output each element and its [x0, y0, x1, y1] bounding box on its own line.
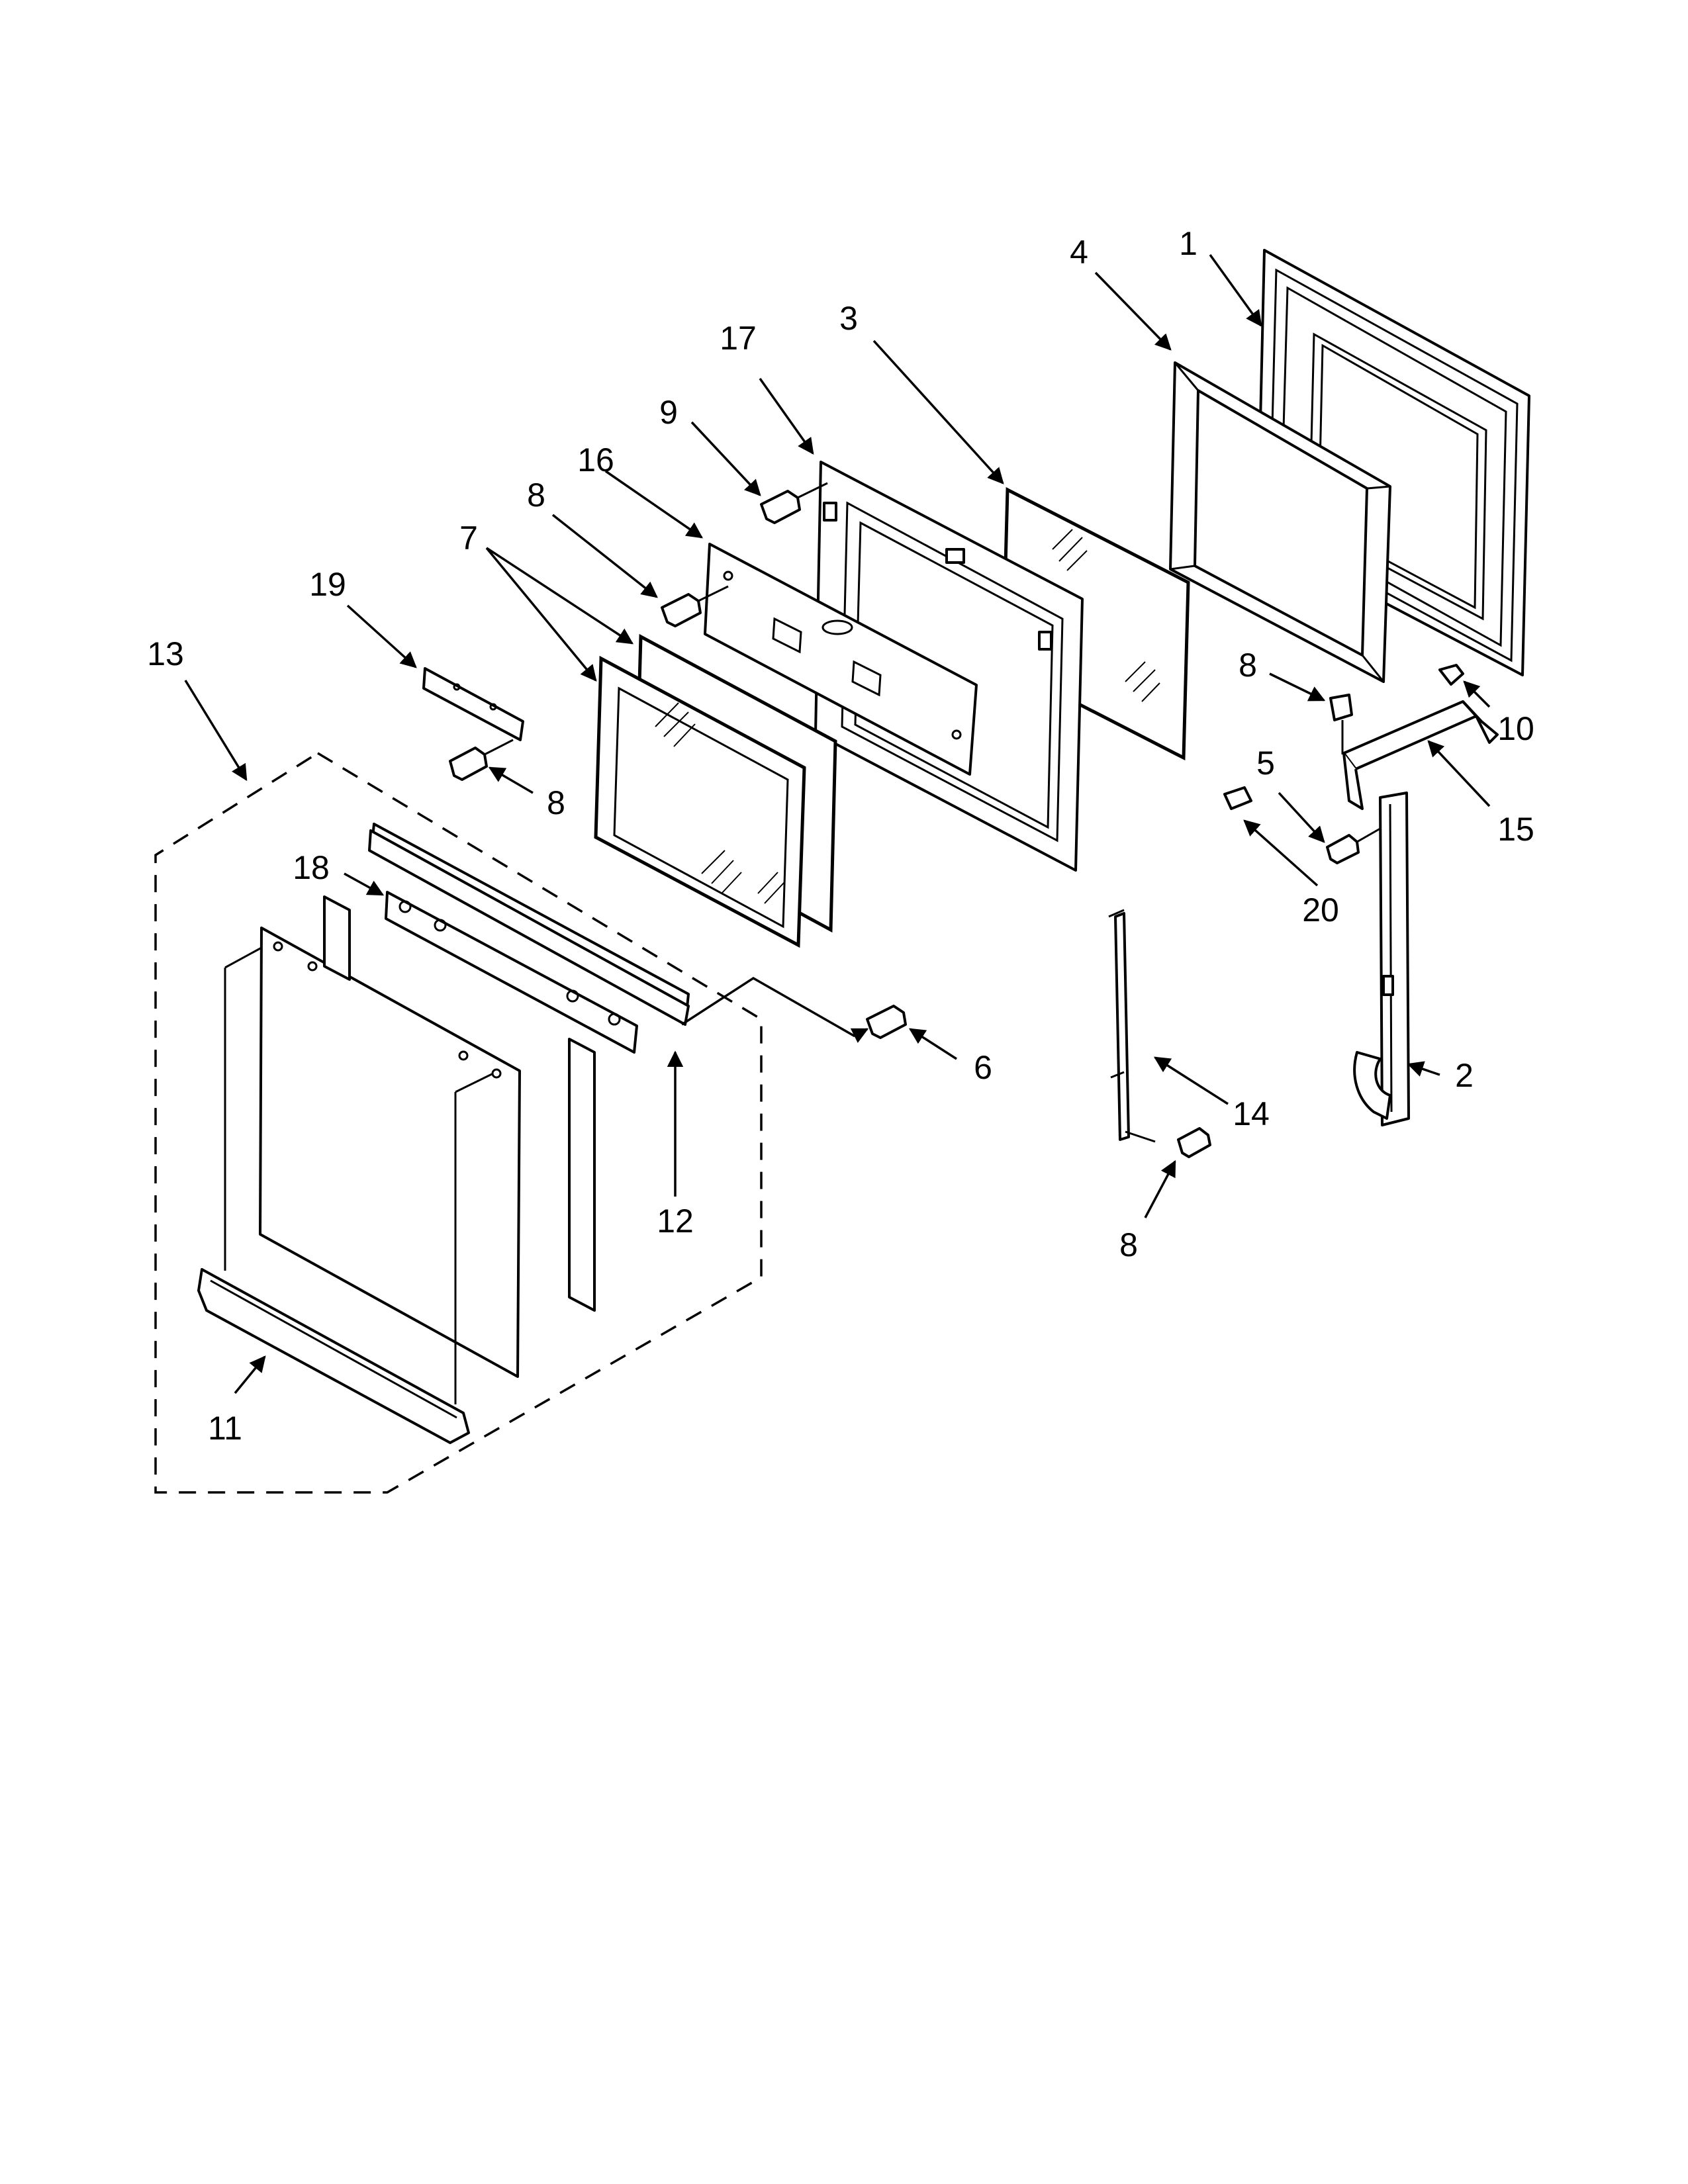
callout-14: 14 [1233, 1095, 1270, 1132]
callout-8-top: 8 [527, 477, 545, 514]
part-19-small-bracket[interactable] [422, 667, 524, 741]
part-4-door-frame[interactable] [1169, 361, 1391, 683]
callout-6: 6 [974, 1049, 992, 1086]
part-11-handle[interactable] [197, 1268, 470, 1444]
screw-part-10[interactable] [1438, 664, 1464, 686]
callout-5: 5 [1256, 745, 1275, 782]
callout-4: 4 [1070, 234, 1088, 271]
screw-part-8-left[interactable] [449, 739, 514, 781]
screw-part-8-right[interactable] [1329, 694, 1353, 754]
part-12-top-rail[interactable] [368, 823, 690, 1026]
part-2-hinge[interactable] [1353, 792, 1410, 1126]
callout-10: 10 [1497, 710, 1534, 747]
screw-part-5[interactable] [1326, 827, 1381, 864]
part-18-strip[interactable] [385, 891, 638, 1054]
screw-part-8-lower[interactable] [1177, 1127, 1211, 1158]
part-15-hinge-bracket[interactable] [1342, 700, 1499, 810]
screw-part-8-upper[interactable] [661, 585, 729, 627]
callout-18: 18 [293, 849, 330, 886]
callout-8-right: 8 [1239, 647, 1257, 684]
callout-1: 1 [1179, 225, 1197, 262]
callout-19: 19 [309, 566, 346, 603]
part-14-rail[interactable] [1108, 909, 1156, 1143]
callout-13: 13 [147, 635, 184, 672]
callout-2: 2 [1455, 1057, 1474, 1094]
part-20-clip[interactable] [1223, 786, 1252, 810]
callout-labels: 1 4 3 17 9 16 8 7 19 13 8 18 6 12 11 14 … [147, 225, 1534, 1447]
callout-12: 12 [657, 1203, 694, 1240]
callout-11: 11 [208, 1410, 242, 1447]
screw-part-9[interactable] [760, 482, 828, 524]
inner-door-panel[interactable] [224, 895, 596, 1404]
part-7-glass-panels[interactable] [594, 633, 837, 948]
callout-9: 9 [659, 394, 678, 431]
callout-15: 15 [1497, 811, 1534, 848]
callout-20: 20 [1302, 891, 1339, 929]
part-16-bracket-plate[interactable] [704, 543, 978, 776]
callout-17: 17 [720, 320, 757, 357]
leader-lines [184, 253, 1491, 1394]
callout-16: 16 [577, 441, 614, 478]
callout-3: 3 [839, 300, 858, 337]
callout-8-left: 8 [547, 784, 565, 821]
callout-7: 7 [459, 520, 478, 557]
screw-part-6[interactable] [866, 1005, 907, 1039]
callout-8-bottom: 8 [1119, 1226, 1138, 1263]
part-13-dashed-assembly-outline [154, 751, 763, 1494]
